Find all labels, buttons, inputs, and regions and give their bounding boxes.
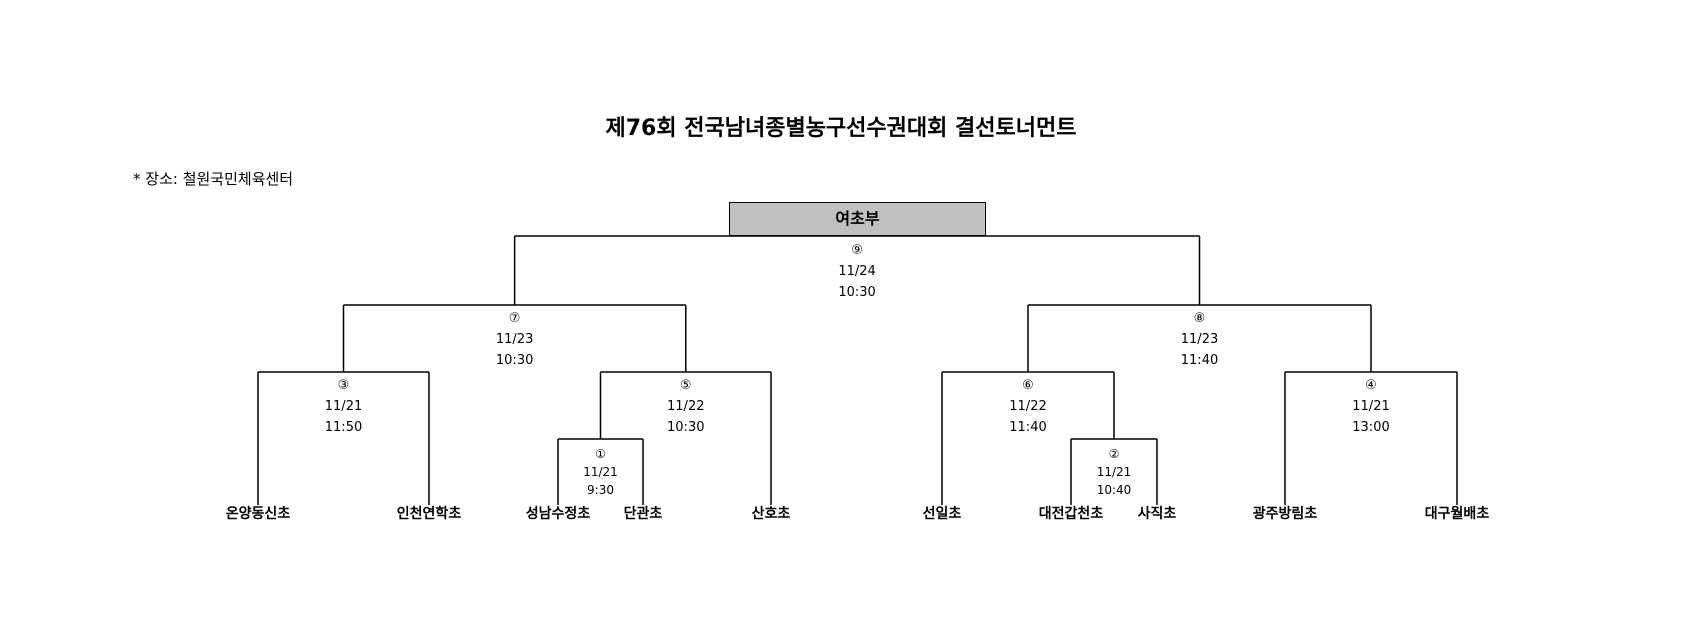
match-date: 11/23 <box>496 332 533 347</box>
match-time: 11:50 <box>325 420 362 435</box>
match-number: ⑨ <box>851 243 863 258</box>
match-time: 10:30 <box>667 420 704 435</box>
match-number: ⑧ <box>1194 311 1206 326</box>
team-name: 성남수정초 <box>526 505 591 522</box>
team-name: 대전갑천초 <box>1039 505 1104 522</box>
match-date: 11/23 <box>1181 332 1218 347</box>
team-name: 단관초 <box>624 505 663 522</box>
match-date: 11/21 <box>1352 399 1389 414</box>
page-title: 제76회 전국남녀종별농구선수권대회 결선토너먼트 <box>605 116 1077 141</box>
match-number: ① <box>595 447 606 461</box>
match-number: ② <box>1109 447 1120 461</box>
match-time: 10:30 <box>496 353 533 368</box>
team-name: 광주방림초 <box>1253 505 1318 522</box>
match-time: 9:30 <box>587 483 614 497</box>
match-date: 11/22 <box>667 399 704 414</box>
team-name: 온양동신초 <box>226 506 291 522</box>
team-name: 선일초 <box>923 506 962 522</box>
team-name: 사직초 <box>1138 505 1177 522</box>
match-number: ⑦ <box>509 311 521 326</box>
match-number: ⑥ <box>1022 378 1034 393</box>
match-number: ③ <box>338 378 350 393</box>
match-date: 11/21 <box>325 399 362 414</box>
division-header: 여초부 <box>729 202 986 236</box>
match-number: ④ <box>1365 378 1377 393</box>
match-date: 11/21 <box>1097 465 1132 479</box>
match-time: 10:30 <box>838 285 875 300</box>
match-date: 11/21 <box>583 465 618 479</box>
match-time: 11:40 <box>1009 420 1046 435</box>
match-date: 11/24 <box>838 264 875 279</box>
match-time: 13:00 <box>1352 420 1389 435</box>
venue-note: * 장소: 철원국민체육센터 <box>133 170 294 188</box>
match-date: 11/22 <box>1009 399 1046 414</box>
team-name: 대구월배초 <box>1425 505 1490 522</box>
match-time: 10:40 <box>1097 483 1132 497</box>
match-time: 11:40 <box>1181 353 1218 368</box>
team-name: 인천연학초 <box>397 505 462 522</box>
team-name: 산호초 <box>752 505 791 522</box>
match-number: ⑤ <box>680 378 692 393</box>
